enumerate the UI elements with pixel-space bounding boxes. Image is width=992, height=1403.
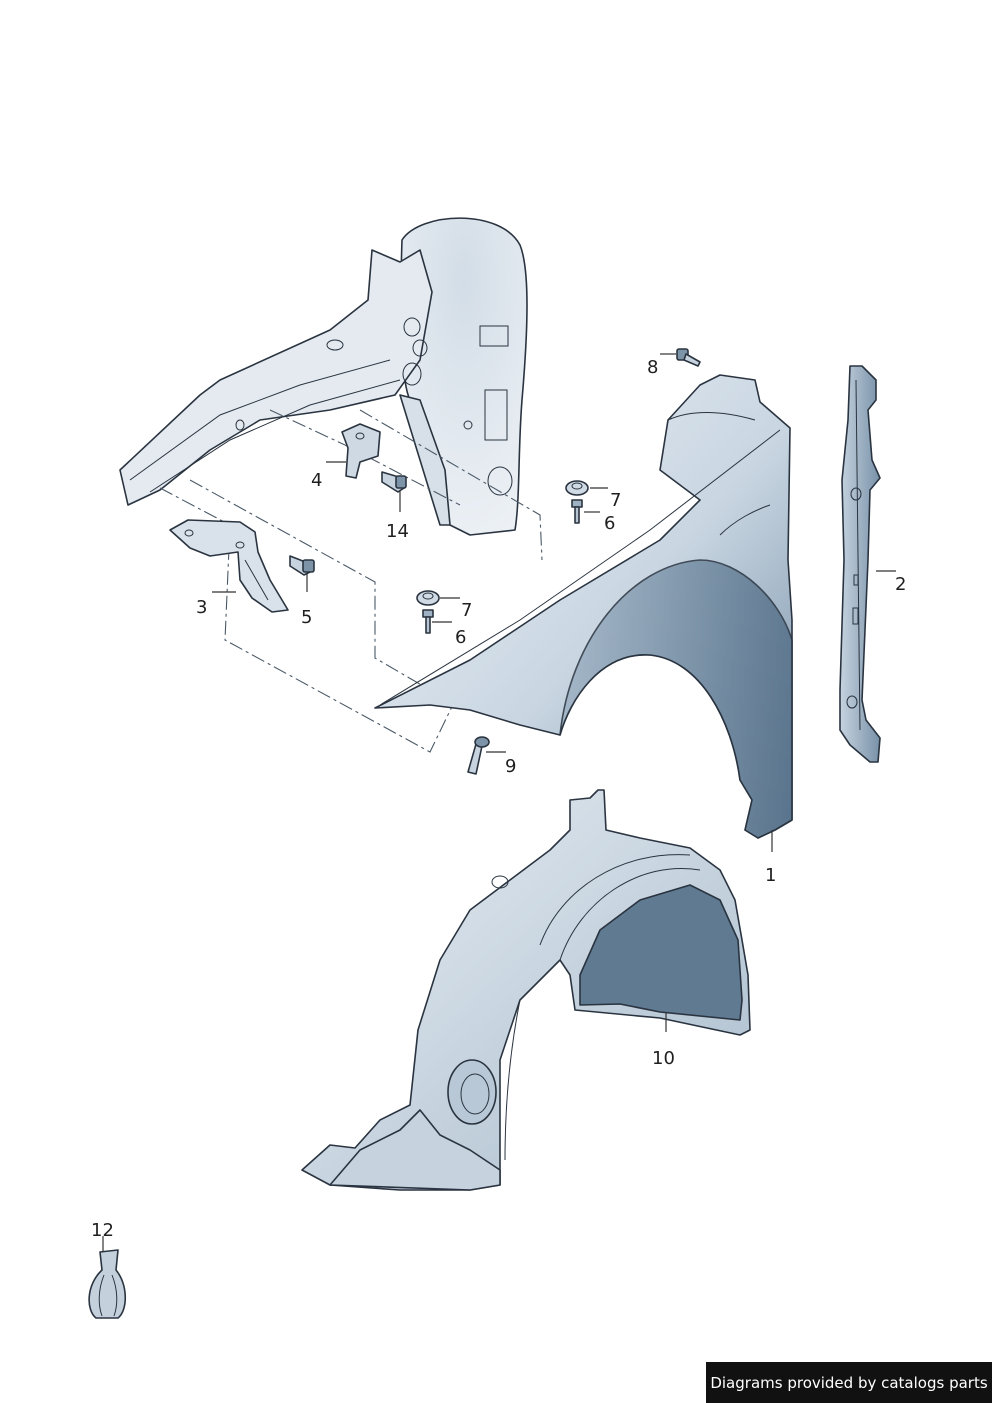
lower-bracket <box>169 519 289 613</box>
callout-9: 9 <box>505 756 516 777</box>
fender-seal-strip <box>839 365 881 763</box>
callout-labels: 1 2 3 4 5 6 6 7 7 8 9 10 12 14 <box>91 357 906 1241</box>
callout-6-upper: 6 <box>604 513 615 534</box>
nut-7-lower <box>416 590 440 606</box>
upper-bracket <box>341 423 381 479</box>
credit-banner: Diagrams provided by catalogs parts <box>706 1362 992 1403</box>
callout-7-upper: 7 <box>610 490 621 511</box>
callout-12: 12 <box>91 1220 114 1241</box>
callout-7-lower: 7 <box>461 600 472 621</box>
callout-3: 3 <box>196 597 207 618</box>
fender-panel <box>374 374 793 839</box>
nut-7-upper <box>565 480 589 496</box>
callout-6-lower: 6 <box>455 627 466 648</box>
fasteners <box>289 348 701 775</box>
body-structure <box>119 217 528 536</box>
bolt-8 <box>676 348 701 367</box>
callout-5: 5 <box>301 607 312 628</box>
screw-6-lower <box>422 609 434 634</box>
callout-8: 8 <box>647 357 658 378</box>
sealant-bag <box>88 1249 127 1319</box>
callout-4: 4 <box>311 470 322 491</box>
bolt-5 <box>289 555 315 576</box>
wheel-housing-liner <box>301 789 751 1191</box>
bolt-14 <box>381 471 407 493</box>
callout-1: 1 <box>765 865 776 886</box>
screw-6-upper <box>571 499 583 524</box>
leader-lines <box>102 353 896 1252</box>
stud-9 <box>467 736 490 775</box>
callout-10: 10 <box>652 1048 675 1069</box>
callout-2: 2 <box>895 574 906 595</box>
callout-14: 14 <box>386 521 409 542</box>
